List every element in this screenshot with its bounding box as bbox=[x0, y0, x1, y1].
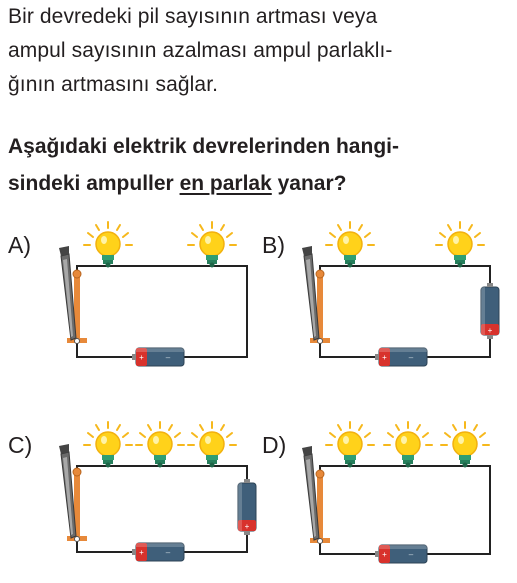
option-d-label[interactable]: D) bbox=[262, 432, 287, 458]
circuit-c-battery-2 bbox=[237, 478, 257, 536]
circuit-a-switch bbox=[58, 245, 88, 344]
circuit-b-battery-1 bbox=[374, 347, 428, 367]
question-emphasis: en parlak bbox=[179, 172, 272, 195]
circuit-a bbox=[58, 221, 248, 367]
circuit-d-bulb-3 bbox=[440, 421, 490, 469]
intro-line-1: Bir devredeki pil sayısının artması veya bbox=[8, 5, 378, 28]
question-line-2-start: sindeki ampuller bbox=[8, 172, 180, 195]
option-c-label[interactable]: C) bbox=[8, 432, 33, 458]
circuit-c bbox=[58, 421, 257, 562]
circuit-d bbox=[301, 421, 491, 564]
circuit-c-bulb-1 bbox=[83, 421, 133, 469]
circuit-c-wire bbox=[76, 465, 248, 553]
circuit-b-wire bbox=[319, 265, 491, 358]
question-text: Aşağıdaki elektrik devrelerinden hangi- … bbox=[8, 128, 513, 202]
intro-line-2: ampul sayısının azalması ampul parlaklı- bbox=[8, 39, 393, 62]
circuit-d-switch bbox=[301, 445, 331, 544]
circuit-a-battery-1 bbox=[131, 347, 185, 367]
circuit-c-switch bbox=[58, 443, 88, 542]
question-line-1: Aşağıdaki elektrik devrelerinden hangi- bbox=[8, 135, 399, 158]
option-b-label[interactable]: B) bbox=[262, 232, 285, 258]
intro-text: Bir devredeki pil sayısının artması veya… bbox=[8, 0, 513, 102]
circuit-d-battery-1 bbox=[374, 544, 428, 564]
circuit-b bbox=[301, 221, 500, 367]
circuit-d-bulb-1 bbox=[325, 421, 375, 469]
circuit-b-switch bbox=[301, 245, 331, 344]
circuit-b-bulb-1 bbox=[325, 221, 375, 269]
question-line-2-end: yanar? bbox=[271, 172, 347, 195]
circuit-d-bulb-2 bbox=[383, 421, 433, 469]
option-a-label[interactable]: A) bbox=[8, 232, 31, 258]
circuit-b-bulb-2 bbox=[435, 221, 485, 269]
question-line-2: sindeki ampuller en parlak yanar? bbox=[8, 165, 513, 202]
circuit-c-bulb-3 bbox=[187, 421, 237, 469]
circuit-c-battery-1 bbox=[131, 542, 185, 562]
circuit-a-wire bbox=[76, 265, 248, 358]
circuit-a-bulb-1 bbox=[83, 221, 133, 269]
circuit-a-bulb-2 bbox=[187, 221, 237, 269]
circuit-b-battery-2 bbox=[480, 282, 500, 340]
circuit-c-bulb-2 bbox=[135, 421, 185, 469]
circuit-d-wire bbox=[319, 465, 491, 555]
intro-line-3: ğının artmasını sağlar. bbox=[8, 73, 219, 96]
